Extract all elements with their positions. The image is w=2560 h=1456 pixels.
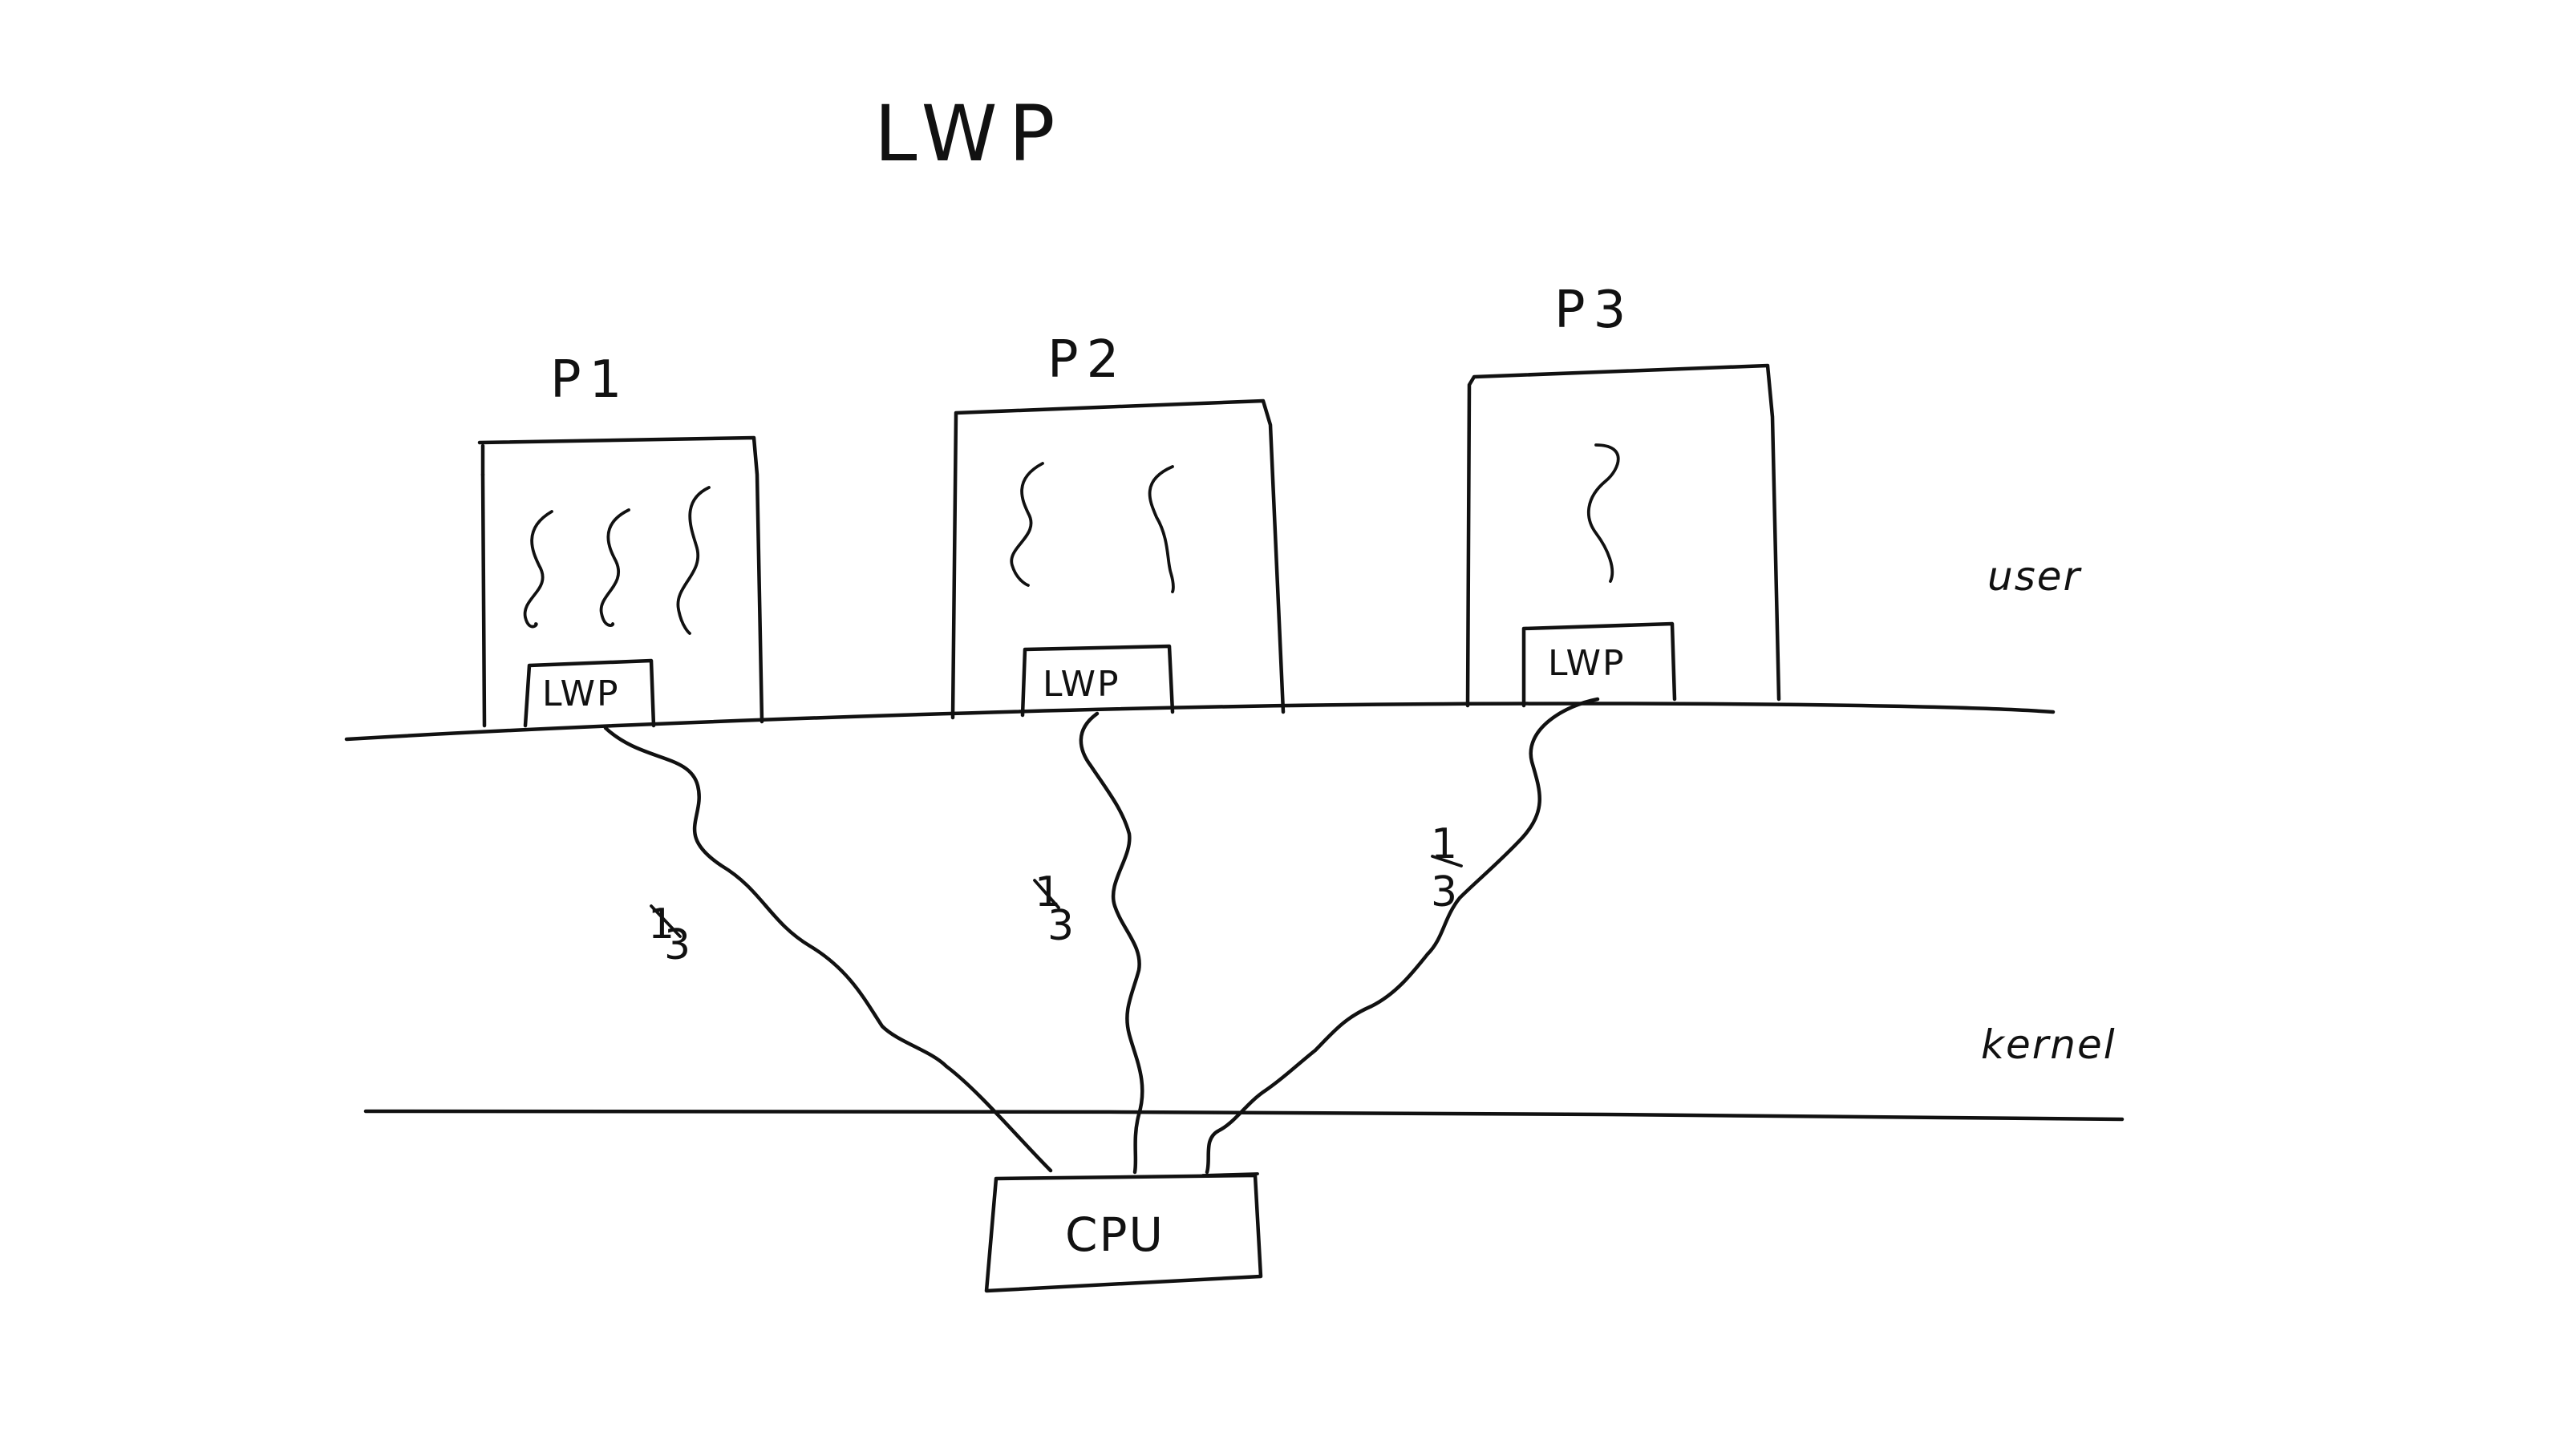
share-fraction-p2: 1 3 [1033,868,1074,950]
lwp-cpu-connection-p2 [1079,711,1144,1175]
process-box-p1 [477,435,764,728]
share-denominator-p3: 3 [1431,868,1457,916]
share-fraction-p1: 1 3 [648,900,691,969]
share-denominator-p1: 3 [664,921,691,969]
zone-label-kernel: kernel [1981,1021,2116,1068]
thread-p1-3 [676,486,711,635]
process-p1: P1 LWP [477,350,764,728]
lwp-label-p3: LWP [1548,643,1626,684]
lwp-label-p2: LWP [1043,664,1120,705]
kernel-hardware-boundary-line [363,1109,2125,1122]
diagram-title: LWP [874,89,1066,179]
share-denominator-p2: 3 [1047,902,1074,950]
zone-label-user: user [1987,553,2083,600]
lwp-label-p1: LWP [542,673,620,714]
fraction-bar-p1 [650,904,682,938]
thread-p2-2 [1148,465,1175,593]
thread-p1-2 [599,508,630,627]
share-numerator-p2: 1 [1035,868,1061,916]
lwp-box-p1 [523,658,656,728]
cpu-label: CPU [1065,1207,1165,1262]
process-p2: P2 LWP [950,330,1286,720]
thread-p1-1 [523,510,553,629]
share-fraction-p3: 1 3 [1431,820,1463,916]
fraction-bar-p3 [1431,855,1463,868]
cpu-box [984,1173,1263,1293]
process-label-p2: P2 [1047,330,1127,390]
cpu: CPU [984,1172,1263,1293]
fraction-bar-p2 [1033,879,1060,909]
lwp-box-p2 [1020,644,1175,718]
lwp-cpu-connection-p3 [1205,697,1600,1175]
process-p3: P3 LWP [1465,281,1781,708]
process-box-p3 [1465,363,1781,708]
process-label-p3: P3 [1554,281,1634,340]
lwp-box-p3 [1521,621,1677,708]
lwp-cpu-connection-p1 [603,726,1053,1173]
process-box-p2 [950,398,1286,720]
thread-p3-1 [1586,443,1620,583]
thread-p2-1 [1010,462,1044,587]
user-kernel-boundary-line [344,702,2056,742]
process-label-p1: P1 [550,350,630,410]
